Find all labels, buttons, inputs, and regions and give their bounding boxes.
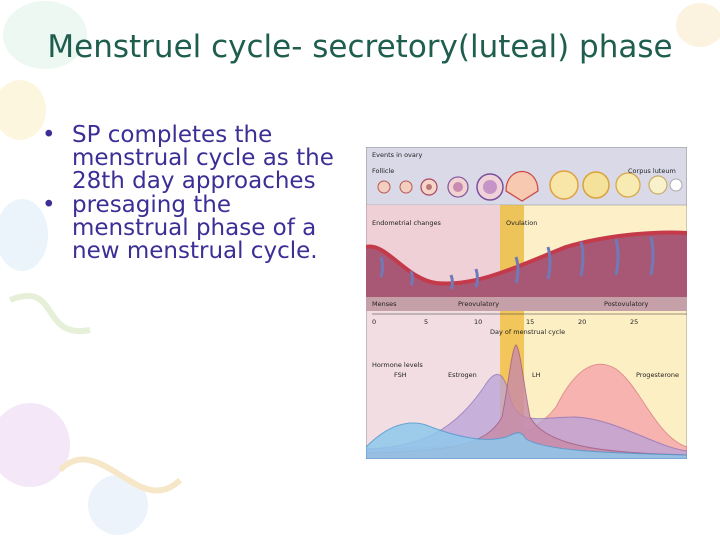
fsh-label: FSH (394, 371, 407, 379)
bullet-item: • SP completes the menstrual cycle as th… (42, 124, 342, 193)
menstrual-cycle-figure: Events in ovary Follicle Corpus luteum E… (366, 147, 687, 459)
corpus-luteum-label: Corpus luteum (628, 167, 676, 175)
day-axis-label: Day of menstrual cycle (490, 328, 565, 336)
endometrial-changes-label: Endometrial changes (372, 219, 441, 227)
day-tick-label: 5 (424, 318, 428, 326)
day-tick-label: 25 (630, 318, 638, 326)
balloon-shape (3, 1, 87, 69)
menses-label: Menses (372, 300, 397, 308)
bullet-item: • presaging the menstrual phase of a new… (42, 194, 342, 263)
bullet-text: presaging the menstrual phase of a new m… (72, 192, 318, 264)
preovulatory-label: Preovulatory (458, 300, 499, 308)
bullet-list: • SP completes the menstrual cycle as th… (42, 124, 342, 264)
balloon-shape (88, 475, 148, 535)
day-tick-label: 0 (372, 318, 376, 326)
balloon-shape (676, 3, 720, 47)
estrogen-label: Estrogen (448, 371, 477, 379)
ovulation-label: Ovulation (506, 219, 537, 227)
swirl-shape (57, 456, 183, 494)
bullet-icon: • (42, 122, 56, 148)
uterine-glands (379, 236, 655, 290)
lh-label: LH (532, 371, 541, 379)
balloon-shape (0, 199, 48, 271)
day-tick-label: 15 (526, 318, 534, 326)
slide-title: Menstruel cycle- secretory(luteal) phase (47, 29, 673, 65)
bullet-text: SP completes the menstrual cycle as the … (72, 122, 334, 194)
day-tick-label: 20 (578, 318, 586, 326)
hormone-levels-label: Hormone levels (372, 361, 423, 369)
balloon-shape (0, 80, 46, 140)
follicle-row (377, 170, 683, 202)
fsh-curve (366, 422, 687, 459)
day-tick-label: 10 (474, 318, 482, 326)
swirl-shape (8, 292, 91, 335)
events-in-ovary-label: Events in ovary (372, 151, 423, 159)
postovulatory-label: Postovulatory (604, 300, 649, 308)
balloon-shape (0, 403, 70, 487)
bullet-icon: • (42, 192, 56, 218)
follicle-label: Follicle (372, 167, 394, 175)
progesterone-label: Progesterone (636, 371, 679, 379)
day-axis: 0 5 10 15 20 25 (372, 318, 638, 326)
